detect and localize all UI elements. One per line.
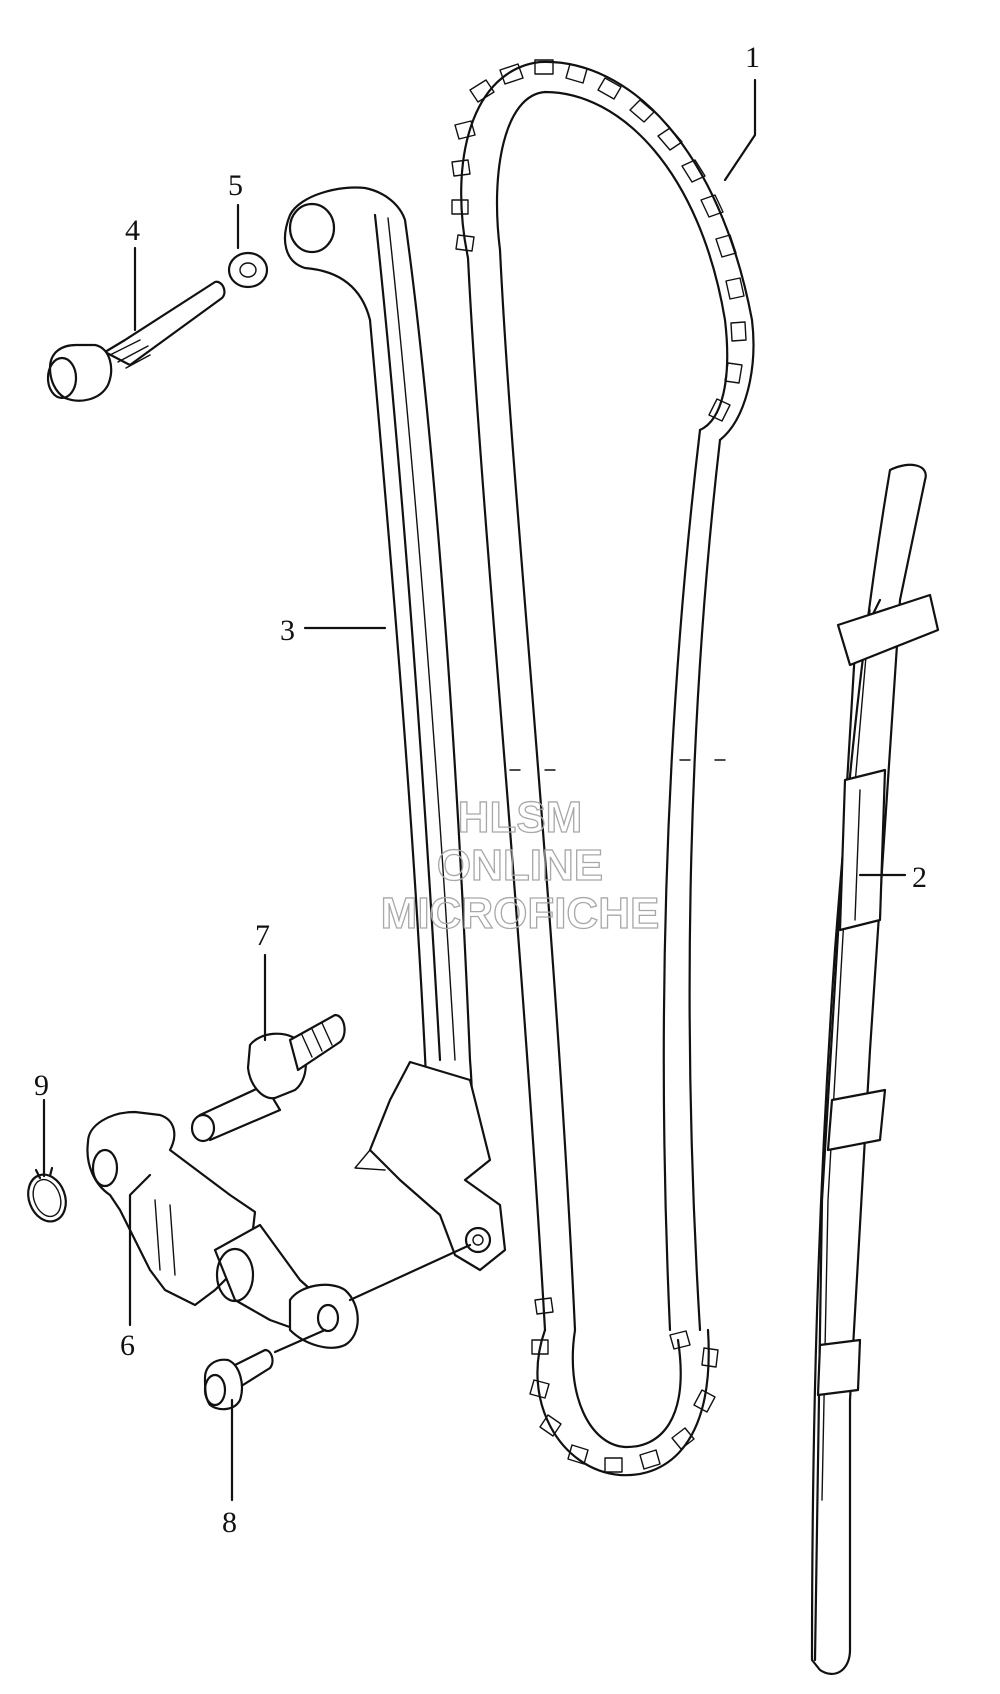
tensioner-rail	[283, 186, 507, 1272]
watermark-line-1: HLSM	[458, 793, 583, 842]
washer	[227, 251, 269, 289]
callout-8: 8	[222, 1506, 237, 1539]
callout-3: 3	[280, 614, 295, 647]
callout-1: 1	[745, 41, 760, 74]
long-bolt	[46, 280, 226, 402]
callout-6: 6	[120, 1329, 135, 1362]
watermark-line-2: ONLINE	[437, 841, 603, 890]
callout-9: 9	[34, 1069, 49, 1102]
callout-4: 4	[125, 214, 140, 247]
circlip	[27, 1166, 67, 1223]
leader-lines	[42, 78, 907, 1502]
chain-tensioner	[86, 1110, 359, 1349]
callout-5: 5	[228, 169, 243, 202]
timing-chain	[451, 59, 755, 1477]
chain-guide	[810, 463, 940, 1675]
stud-bolt	[190, 1013, 346, 1143]
assembly-lines	[273, 1243, 472, 1354]
watermark: HLSM ONLINE MICROFICHE	[380, 792, 660, 938]
shoulder-bolt	[203, 1348, 274, 1411]
callout-2: 2	[912, 861, 927, 894]
callout-7: 7	[255, 919, 270, 952]
watermark-line-3: MICROFICHE	[381, 889, 660, 938]
